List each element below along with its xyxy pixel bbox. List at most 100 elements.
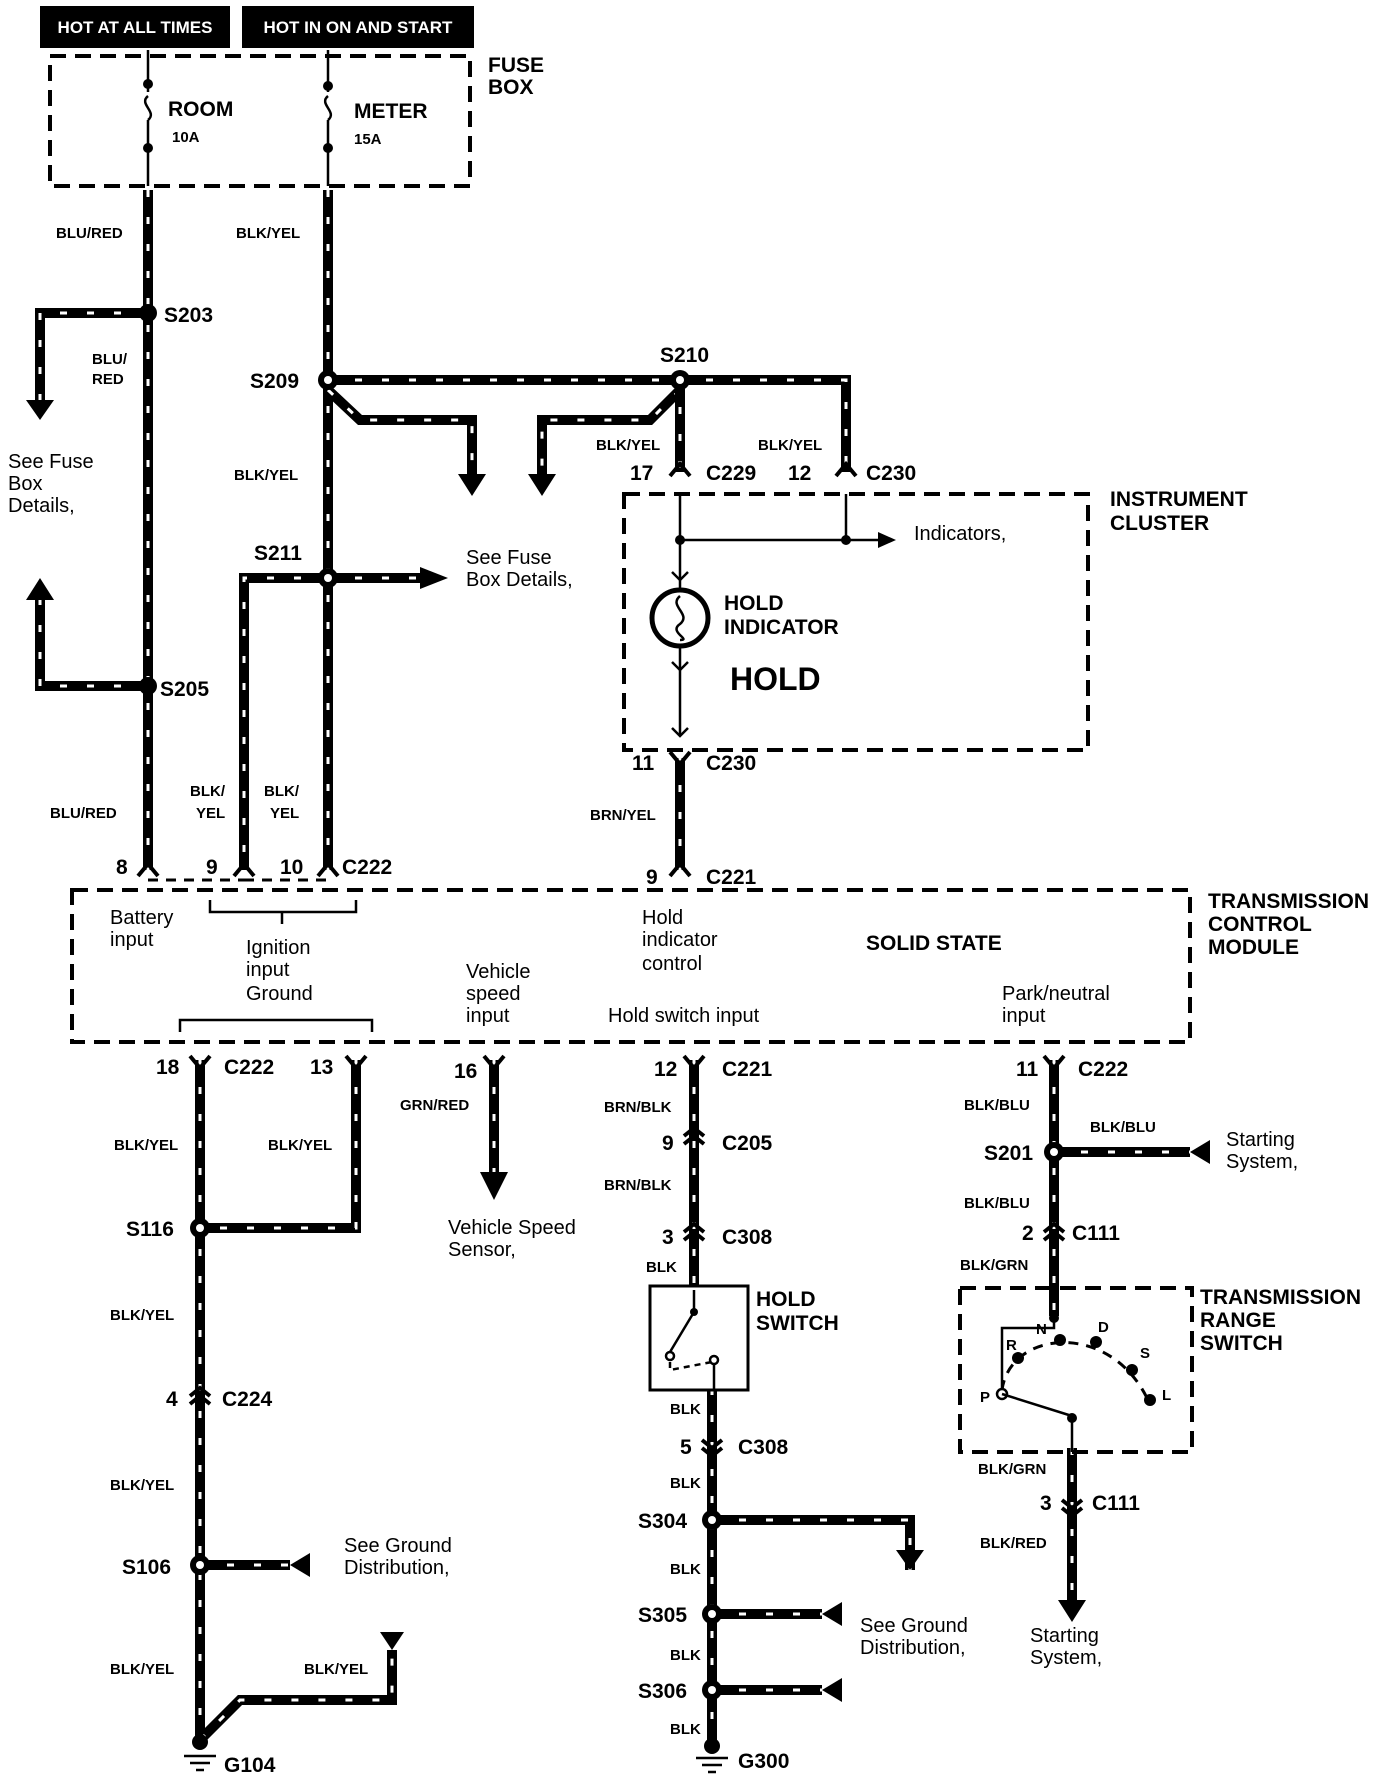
splice-s201-label: S201 — [984, 1142, 1033, 1165]
wire-label: BLK/GRN — [978, 1461, 1046, 1478]
splice-s209-label: S209 — [250, 370, 299, 393]
connector-c111-label: C111 — [1092, 1492, 1140, 1515]
wire-label: RED — [92, 371, 124, 388]
pin-label: 12 — [654, 1058, 677, 1081]
fuse-room-name: ROOM — [168, 98, 233, 121]
wire-label: BLK — [670, 1561, 701, 1578]
hot-at-all-times-badge — [40, 6, 230, 48]
pin-label: 17 — [630, 462, 653, 485]
connector-c308-label: C308 — [722, 1226, 773, 1249]
wire-label: BLK/YEL — [110, 1307, 174, 1324]
ground-symbol-g104-icon — [184, 1734, 216, 1772]
splice-s306-label: S306 — [638, 1680, 687, 1703]
arrow-left-icon — [1190, 1140, 1210, 1164]
tcm-hold-switch-input: Hold switch input — [608, 1005, 760, 1027]
note-starting-3: Starting — [1030, 1625, 1099, 1647]
pin-label: 4 — [166, 1388, 178, 1411]
tcm-hold-ind-3: control — [642, 953, 702, 975]
note-vehicle-speed-1: Vehicle Speed — [448, 1217, 576, 1239]
tcm-title-3: MODULE — [1208, 936, 1299, 959]
note-see-ground-2: Distribution, — [344, 1557, 450, 1579]
hold-switch-contact-icon — [664, 1290, 720, 1390]
note-see-fuse-box-right-1: See Fuse — [466, 547, 552, 569]
tcm-vss-1: Vehicle — [466, 961, 531, 983]
splice-s211-label: S211 — [254, 542, 302, 565]
tcm-internal-lines — [148, 878, 374, 1032]
note-vehicle-speed-2: Sensor, — [448, 1239, 516, 1261]
arrow-right-icon — [420, 567, 448, 589]
wire-label: BRN/BLK — [604, 1099, 672, 1116]
fuse-meter-rating: 15A — [354, 131, 382, 148]
range-switch-outline — [958, 1286, 1194, 1454]
wire-label: BLK — [670, 1475, 701, 1492]
range-pos-d: D — [1098, 1319, 1109, 1336]
wire-label: BLK/YEL — [236, 225, 300, 242]
note-see-fuse-box-1: See Fuse — [8, 451, 94, 473]
fuse-box-outline — [48, 54, 472, 188]
fuse-room-rating: 10A — [172, 129, 200, 146]
tcm-park-neutral-1: Park/neutral — [1002, 983, 1110, 1005]
connector-chevrons — [136, 460, 1084, 1519]
note-see-fuse-box-right-2: Box Details, — [466, 569, 573, 591]
instrument-cluster-title-1: INSTRUMENT — [1110, 488, 1248, 511]
connector-c111-label: C111 — [1072, 1222, 1120, 1245]
wire-label: BLK — [670, 1721, 701, 1738]
wire-label: BLK/ — [190, 783, 226, 800]
arrow-down-icon — [380, 1632, 404, 1650]
arrow-down-icon — [528, 474, 556, 496]
arrow-left-icon — [822, 1678, 842, 1702]
wire-label: BLK/YEL — [758, 437, 822, 454]
wire-label: BLK/YEL — [110, 1477, 174, 1494]
wire-label: YEL — [270, 805, 299, 822]
hold-switch-box — [648, 1284, 750, 1392]
hot-in-on-start-badge — [242, 6, 474, 48]
wire-label: BLK/RED — [980, 1535, 1047, 1552]
wire-label: GRN/RED — [400, 1097, 469, 1114]
arrowheads — [26, 400, 1210, 1702]
fuse-room-icon — [143, 50, 153, 186]
wire-label: BLU/RED — [50, 805, 117, 822]
range-switch-title-2: RANGE — [1200, 1309, 1276, 1332]
splice-s210-label: S210 — [660, 344, 709, 367]
pin-label: 9 — [662, 1132, 674, 1155]
tcm-ground: Ground — [246, 983, 313, 1005]
connector-c224-label: C224 — [222, 1388, 273, 1411]
fuse-meter-name: METER — [354, 100, 428, 123]
wire-label: BLK/YEL — [234, 467, 298, 484]
connector-c230-label: C230 — [866, 462, 916, 485]
pin-label: 12 — [788, 462, 811, 485]
arrow-left-icon — [290, 1553, 310, 1577]
pin-label: 11 — [1016, 1058, 1039, 1081]
connector-c222-label: C222 — [1078, 1058, 1128, 1081]
hold-switch-label-2: SWITCH — [756, 1312, 839, 1335]
pin-label: 3 — [662, 1226, 674, 1249]
hot-at-all-times-label: HOT AT ALL TIMES — [58, 18, 213, 37]
note-see-ground-1: See Ground — [344, 1535, 452, 1557]
hold-indicator-label-2: INDICATOR — [724, 616, 839, 639]
range-switch-contacts — [995, 1313, 1156, 1452]
note-see-ground-4: Distribution, — [860, 1637, 966, 1659]
wire-label: BLU/RED — [56, 225, 123, 242]
instrument-cluster-outline — [622, 492, 1090, 752]
arrow-down-icon — [26, 400, 54, 420]
wire-label: BLU/ — [92, 351, 128, 368]
instrument-cluster-title-2: CLUSTER — [1110, 512, 1209, 535]
range-pos-s: S — [1140, 1345, 1150, 1362]
note-see-ground-3: See Ground — [860, 1615, 968, 1637]
ground-g300-label: G300 — [738, 1750, 789, 1773]
pin-label: 2 — [1022, 1222, 1034, 1245]
connector-c205-label: C205 — [722, 1132, 773, 1155]
wire-label: BLK/YEL — [304, 1661, 368, 1678]
range-switch-title-1: TRANSMISSION — [1200, 1286, 1361, 1309]
wire-label: BLK/BLU — [1090, 1119, 1156, 1136]
connector-c221-label: C221 — [706, 866, 757, 889]
wire-label: BLK/BLU — [964, 1097, 1030, 1114]
pin-label: 13 — [310, 1056, 333, 1079]
tcm-park-neutral-2: input — [1002, 1005, 1046, 1027]
range-pos-p: P — [980, 1389, 990, 1406]
connector-c230-label: C230 — [706, 752, 756, 775]
tcm-ignition-1: Ignition — [246, 937, 311, 959]
fuse-box-title-2: BOX — [488, 76, 534, 99]
pin-label: 10 — [280, 856, 303, 879]
